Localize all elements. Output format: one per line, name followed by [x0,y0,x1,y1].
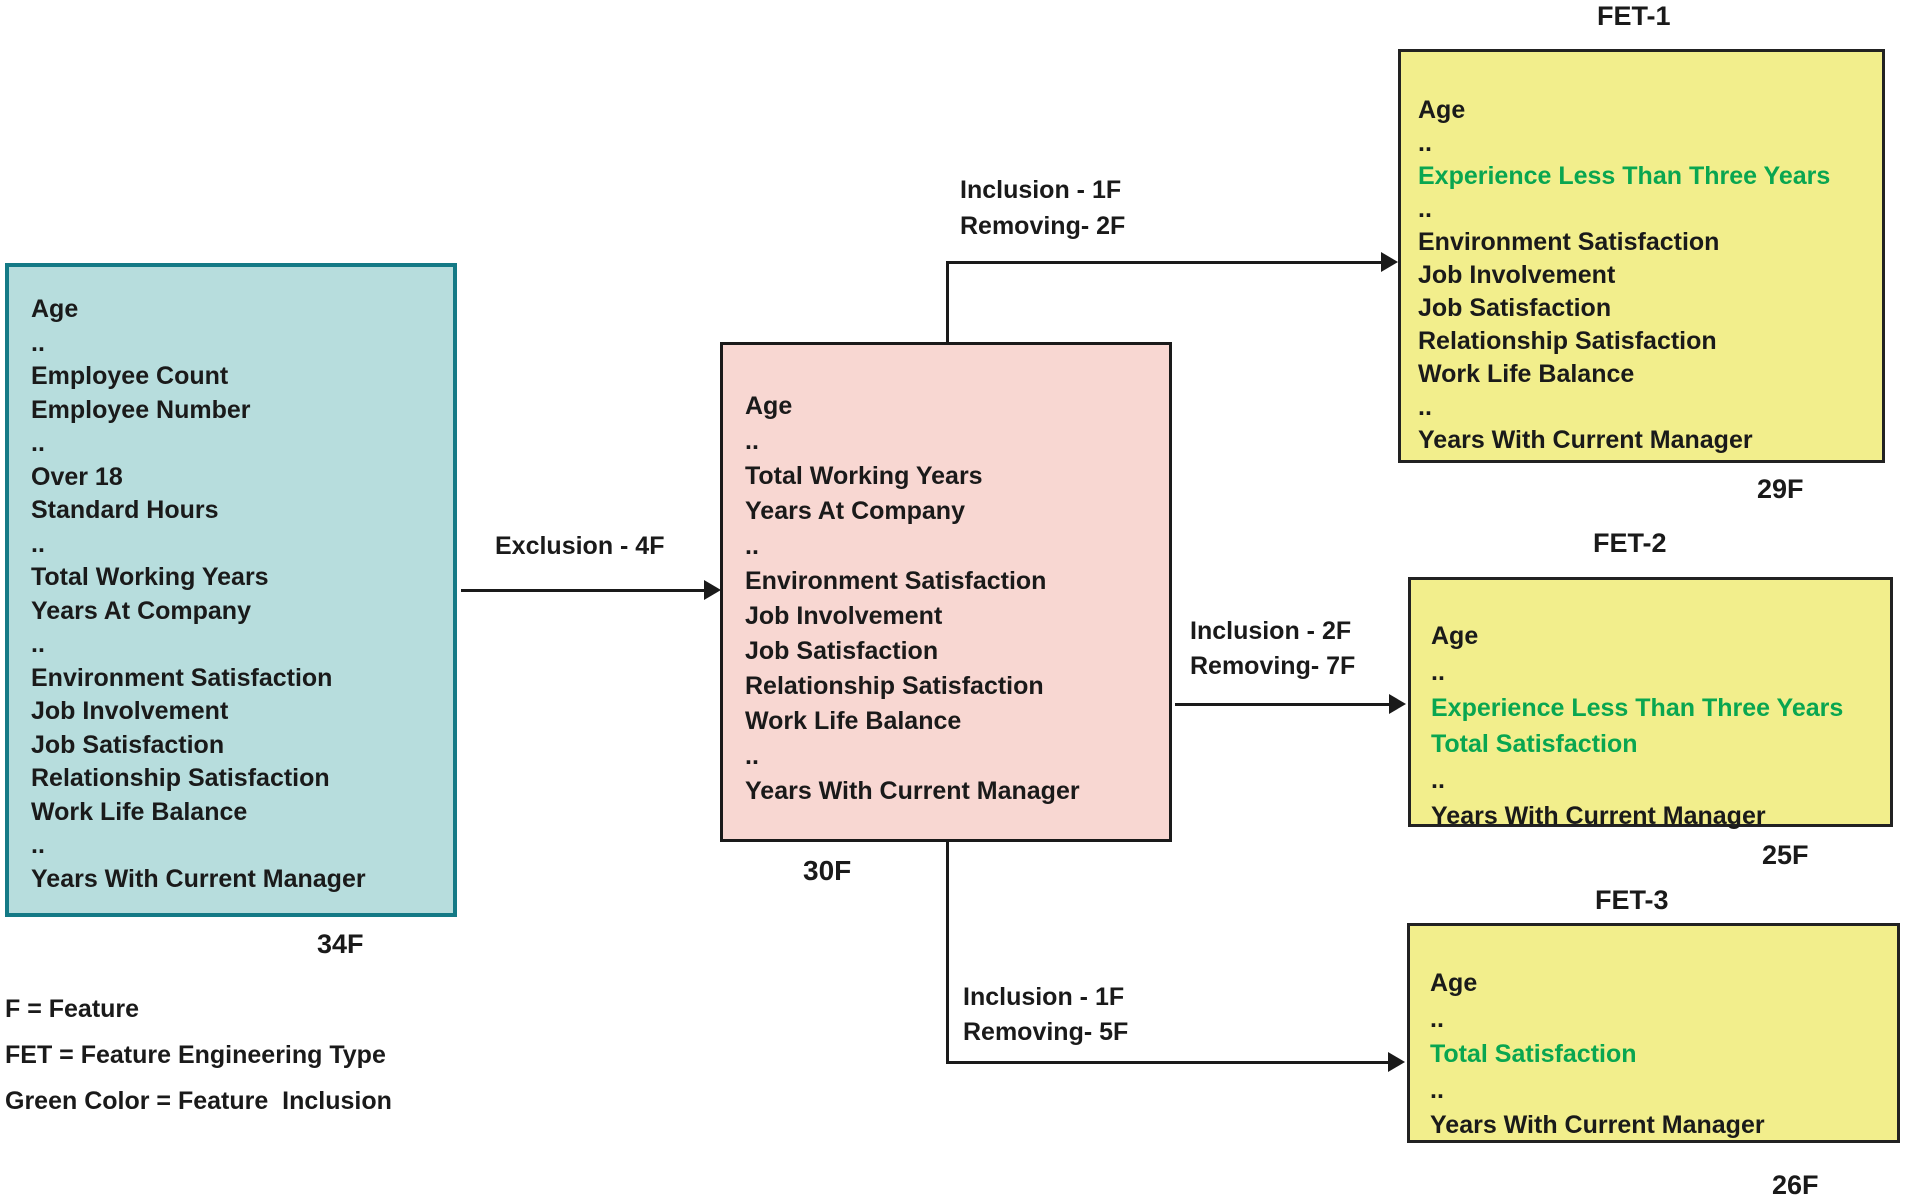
feature-line: .. [1430,1075,1444,1104]
feature-line: Age [1431,622,1479,650]
feature-line: .. [1418,195,1432,223]
fet3-feature-count: 26F [1772,1170,1819,1200]
fet1-arrowhead-icon [1381,252,1398,272]
feature-line: Relationship Satisfaction [1418,327,1717,355]
feature-line: .. [745,427,759,455]
fet3-connector-horizontal-line [946,1061,1391,1064]
fet2-arrow-line [1175,703,1392,706]
legend-green-color-meaning: Green Color = Feature Inclusion [5,1087,392,1115]
exclusion-arrow-label: Exclusion - 4F [495,532,665,560]
feature-line: Job Satisfaction [1418,294,1612,322]
feature-line: .. [745,742,759,770]
fet2-arrowhead-icon [1389,694,1406,714]
feature-line: Age [31,295,79,323]
feature-line: Employee Number [31,395,251,424]
fet2-title: FET-2 [1593,528,1667,558]
feature-line: Relationship Satisfaction [745,672,1044,700]
fet3-connector-vertical-line [946,842,949,1064]
feature-line: .. [31,529,45,558]
feature-line: Work Life Balance [1418,360,1635,388]
feature-line: .. [31,831,45,859]
feature-line: Environment Satisfaction [745,567,1047,595]
feature-line: Job Involvement [1418,261,1616,289]
feature-line: Employee Count [31,362,229,390]
feature-line: Work Life Balance [745,707,962,735]
intermediate-feature-count: 30F [803,855,852,886]
fet1-features-box: Age.. Experience Less Than Three Years.. E… [1398,49,1885,463]
fet2-arrow-label-line1: Inclusion - 2F [1190,617,1352,645]
fet2-feature-count: 25F [1762,840,1809,870]
feature-line: Experience Less Than Three Years [1418,162,1831,190]
exclusion-arrowhead-icon [704,580,721,600]
fet2-arrow-label-line2: Removing- 7F [1190,652,1356,680]
fet3-arrow-label-line1: Inclusion - 1F [963,983,1125,1011]
feature-line: Work Life Balance [31,797,248,826]
feature-line: Years With Current Manager [31,864,366,893]
feature-line: Years With Current Manager [745,777,1080,805]
fet1-title: FET-1 [1597,1,1671,31]
feature-line: .. [1430,1004,1444,1033]
source-feature-count: 34F [317,929,364,959]
feature-line: .. [31,429,45,457]
feature-line: Job Satisfaction [745,637,939,665]
feature-line: Job Involvement [31,697,229,725]
feature-line: Age [745,392,793,420]
fet3-arrowhead-icon [1388,1052,1405,1072]
feature-line: .. [1418,129,1432,157]
fet1-connector-horizontal-line [946,261,1384,264]
feature-line: Years With Current Manager [1418,426,1753,454]
feature-line: .. [1431,658,1445,686]
feature-line: Standard Hours [31,496,219,524]
feature-line: .. [1418,393,1432,421]
fet1-arrow-label-line2: Removing- 2F [960,212,1126,240]
feature-line: Total Satisfaction [1431,730,1638,758]
feature-line: Environment Satisfaction [1418,228,1720,256]
feature-line: Environment Satisfaction [31,663,333,692]
feature-line: Years At Company [31,596,251,625]
legend-feature-abbreviation: F = Feature [5,995,140,1023]
feature-line: Over 18 [31,462,123,491]
fet1-feature-count: 29F [1757,474,1804,504]
exclusion-arrow-line [461,589,707,592]
fet3-arrow-label-line2: Removing- 5F [963,1018,1129,1046]
feature-line: Years At Company [745,497,965,525]
fet3-title: FET-3 [1595,885,1669,915]
fet1-arrow-label-line1: Inclusion - 1F [960,176,1122,204]
feature-line: Total Working Years [745,462,983,490]
feature-line: Years With Current Manager [1430,1111,1765,1139]
feature-line: Age [1418,96,1466,124]
feature-line: Years With Current Manager [1431,802,1766,830]
feature-line: Total Satisfaction [1430,1040,1637,1068]
legend-fet-abbreviation: FET = Feature Engineering Type [5,1041,386,1069]
feature-line: Relationship Satisfaction [31,764,330,792]
fet3-features-box: Age.. Total Satisfaction.. Years With Curr… [1407,923,1900,1143]
feature-line: .. [1431,766,1445,794]
feature-line: .. [745,532,759,560]
feature-line: Age [1430,969,1478,997]
feature-line: .. [31,630,45,658]
feature-line: Experience Less Than Three Years [1431,694,1844,722]
feature-line: Total Working Years [31,563,269,591]
feature-line: Job Satisfaction [31,730,225,759]
feature-line: .. [31,328,45,357]
fet1-connector-vertical-line [946,262,949,344]
feature-line: Job Involvement [745,602,943,630]
